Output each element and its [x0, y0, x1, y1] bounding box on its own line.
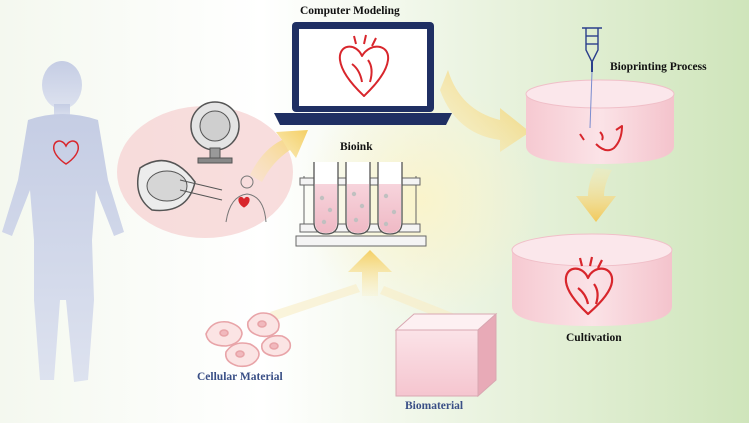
body-heart-icon — [53, 140, 79, 165]
patient-outline-icon — [225, 175, 267, 223]
mri-scanner-icon — [137, 101, 240, 212]
laptop-icon — [274, 22, 452, 125]
bioink-tube-1 — [313, 162, 339, 235]
bioink-tube-3 — [377, 162, 403, 235]
arrow-to-bioprinting — [440, 70, 530, 152]
cultivation-dish — [511, 233, 673, 326]
printer-nozzle-icon — [582, 27, 602, 129]
bioprinting-dish — [525, 79, 675, 164]
printed-heart-partial-icon — [579, 125, 623, 152]
computer-modeling-label: Computer Modeling — [300, 5, 400, 17]
cellular-material-label: Cellular Material — [197, 371, 283, 383]
bioink-tube-2 — [345, 162, 371, 235]
bioink-label: Bioink — [340, 141, 373, 153]
bioprinting-process-label: Bioprinting Process — [610, 61, 707, 73]
arrow-to-laptop — [250, 130, 308, 182]
human-body-icon — [2, 61, 124, 382]
arrow-from-cells — [270, 284, 360, 320]
biomaterial-cube-icon — [394, 312, 498, 398]
cultivated-heart-icon — [564, 256, 614, 316]
cultivation-label: Cultivation — [566, 332, 622, 344]
laptop-heart-icon — [338, 34, 390, 97]
cellular-material-icon — [205, 312, 292, 368]
arrow-up-to-bioink — [348, 250, 392, 296]
biomaterial-label: Biomaterial — [405, 400, 464, 412]
arrow-to-cultivation — [576, 168, 616, 222]
